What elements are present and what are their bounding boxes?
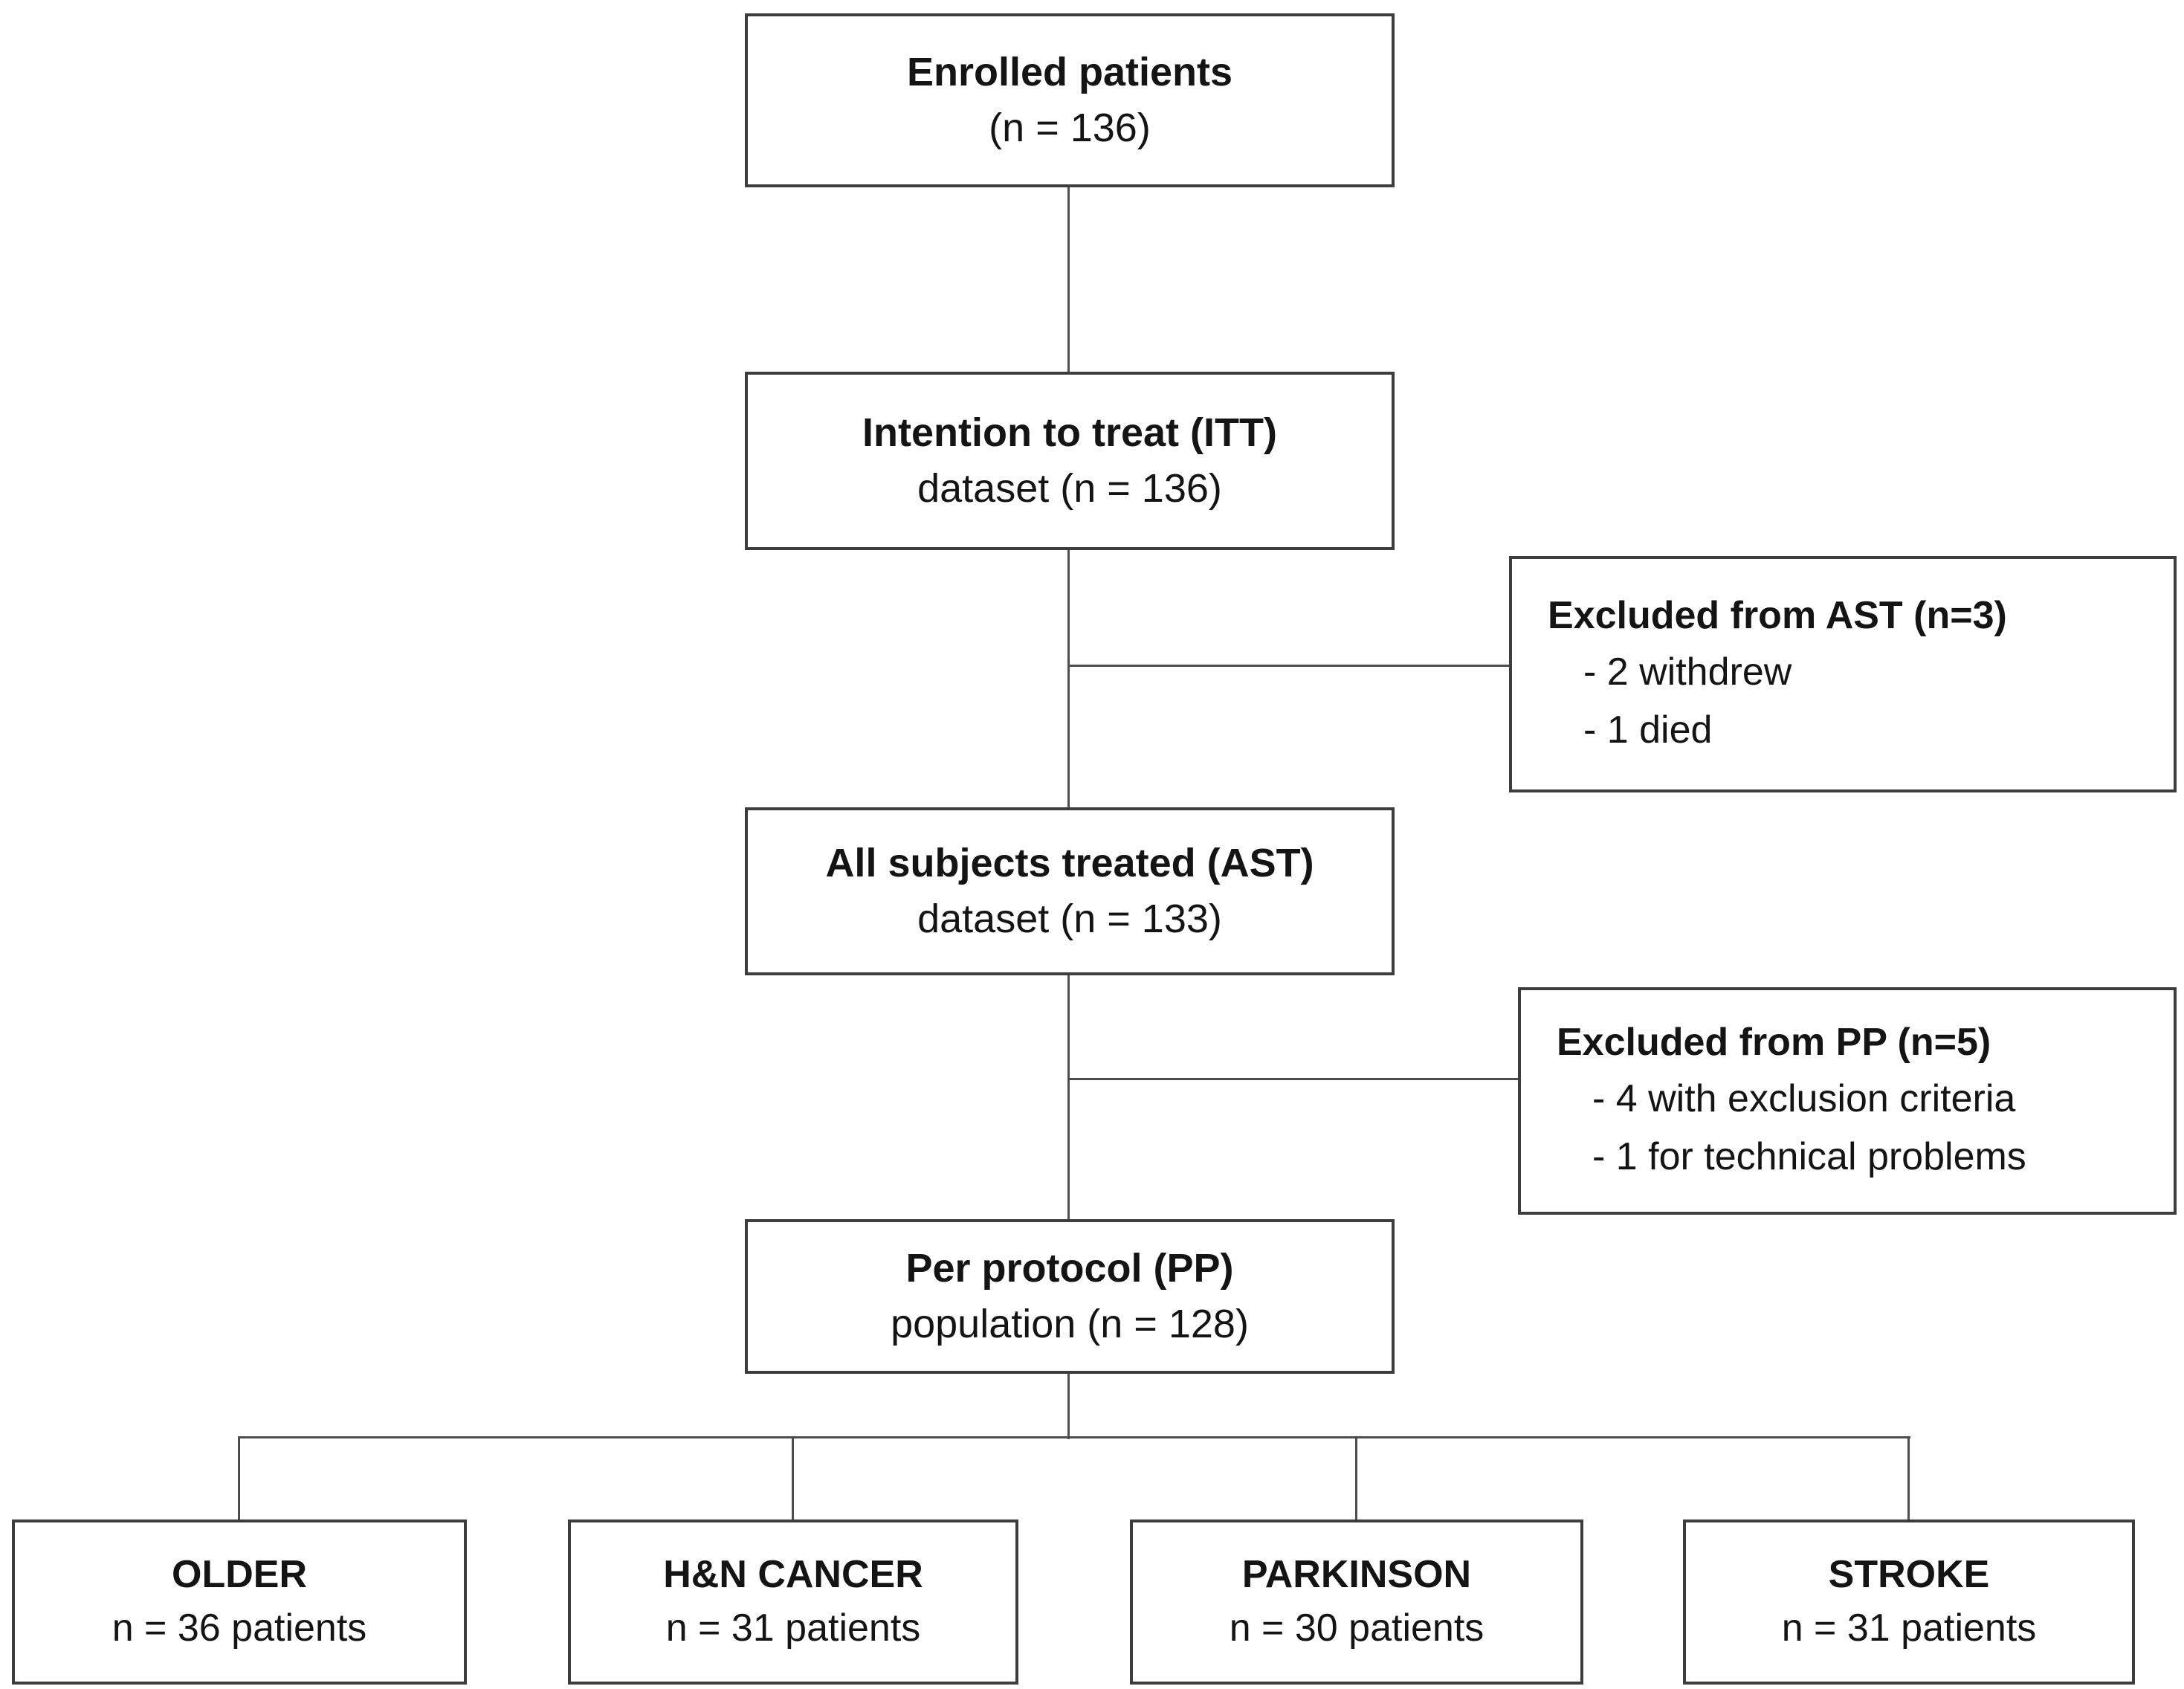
node-title: Excluded from AST (n=3): [1548, 594, 2007, 638]
node-title: Excluded from PP (n=5): [1557, 1021, 1991, 1065]
node-title: STROKE: [1828, 1553, 1990, 1597]
node-subtitle: dataset (n = 133): [917, 897, 1222, 941]
connector-stub-stroke: [1907, 1436, 1910, 1520]
node-subtitle: dataset (n = 136): [917, 466, 1222, 511]
node-title: Enrolled patients: [906, 50, 1233, 95]
node-intention-to-treat: Intention to treat (ITT) dataset (n = 13…: [745, 372, 1395, 550]
connector-ast-to-pp: [1067, 975, 1070, 1219]
node-title: Per protocol (PP): [905, 1246, 1234, 1291]
node-title: H&N CANCER: [663, 1553, 923, 1597]
node-item: - 1 for technical problems: [1592, 1134, 2026, 1178]
node-subtitle: n = 36 patients: [112, 1606, 367, 1650]
node-subtitle: n = 31 patients: [1781, 1606, 2037, 1650]
node-excluded-from-ast: Excluded from AST (n=3) - 2 withdrew - 1…: [1509, 556, 2177, 792]
node-enrolled-patients: Enrolled patients (n = 136): [745, 13, 1395, 187]
connector-stub-older: [238, 1436, 240, 1520]
node-group-older: OLDER n = 36 patients: [12, 1520, 467, 1685]
node-subtitle: n = 30 patients: [1229, 1606, 1484, 1650]
node-title: PARKINSON: [1241, 1553, 1472, 1597]
node-per-protocol: Per protocol (PP) population (n = 128): [745, 1219, 1395, 1374]
connector-branch-excluded-pp: [1068, 1078, 1518, 1080]
connector-branch-excluded-ast: [1068, 665, 1509, 667]
node-item: - 1 died: [1583, 708, 1713, 752]
node-group-parkinson: PARKINSON n = 30 patients: [1130, 1520, 1583, 1685]
connector-stub-parkinson: [1355, 1436, 1357, 1520]
node-title: All subjects treated (AST): [825, 841, 1314, 886]
connector-stub-hn-cancer: [792, 1436, 794, 1520]
connector-pp-to-split: [1067, 1374, 1070, 1439]
node-subtitle: n = 31 patients: [665, 1606, 921, 1650]
connector-enrolled-to-itt: [1067, 187, 1070, 372]
node-title: OLDER: [172, 1553, 307, 1597]
node-all-subjects-treated: All subjects treated (AST) dataset (n = …: [745, 807, 1395, 975]
node-item: - 2 withdrew: [1583, 650, 1792, 694]
node-excluded-from-pp: Excluded from PP (n=5) - 4 with exclusio…: [1518, 987, 2177, 1215]
node-group-hn-cancer: H&N CANCER n = 31 patients: [568, 1520, 1018, 1685]
node-group-stroke: STROKE n = 31 patients: [1683, 1520, 2135, 1685]
node-subtitle: (n = 136): [989, 106, 1151, 150]
node-subtitle: population (n = 128): [891, 1302, 1249, 1346]
connector-split-horizontal: [238, 1436, 1910, 1438]
connector-itt-to-ast: [1067, 550, 1070, 807]
node-title: Intention to treat (ITT): [862, 410, 1277, 456]
node-item: - 4 with exclusion criteria: [1592, 1076, 2016, 1120]
